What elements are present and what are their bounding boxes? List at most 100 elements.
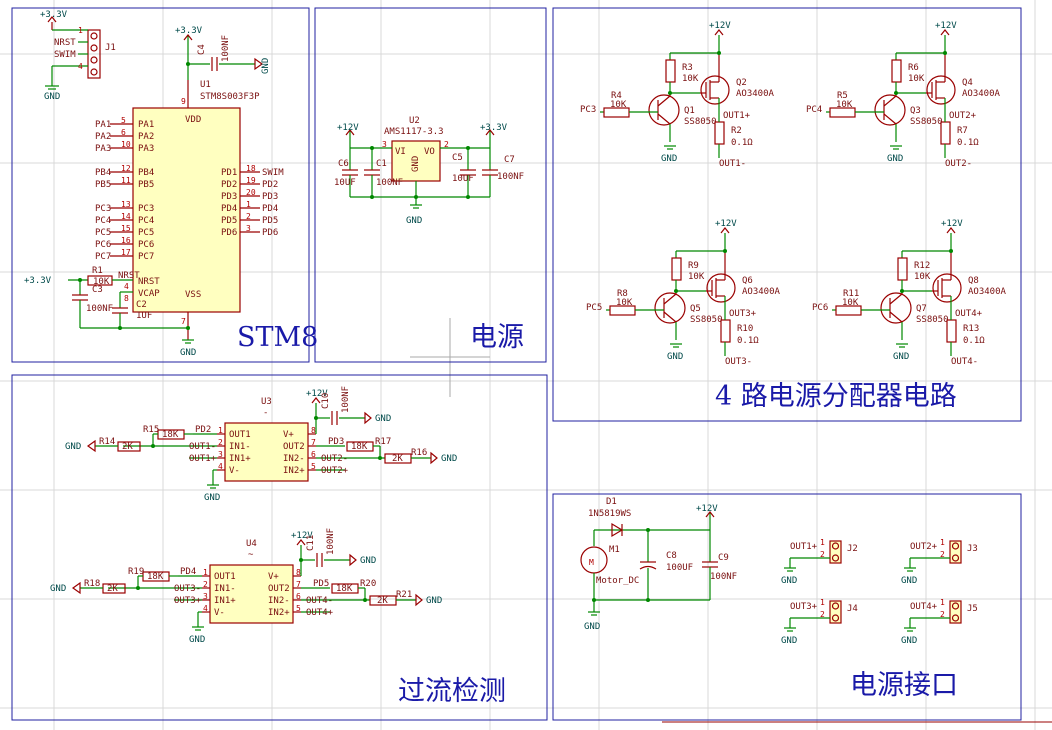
pin-num: 19 — [246, 176, 256, 185]
res-value: 18K — [147, 572, 164, 582]
pin-num: 7 — [181, 317, 186, 326]
in-net-label: OUT1+ — [189, 454, 217, 464]
pin-num: 1 — [820, 598, 825, 607]
opamp-pin-name: V+ — [283, 430, 294, 440]
gnd-label: GND — [584, 622, 600, 632]
npn-transistor[interactable] — [654, 292, 686, 324]
channel-1[interactable]: +12VR310KGNDQ1SS8050PC3R410KQ2AO3400AOUT… — [580, 21, 775, 169]
jack-body[interactable] — [949, 600, 962, 624]
pullup-resistor[interactable] — [665, 59, 676, 83]
pullup-resistor[interactable] — [897, 257, 908, 281]
npn-transistor[interactable] — [648, 94, 680, 126]
nrst-net-label: NRST — [118, 271, 140, 281]
m1-value: Motor_DC — [596, 576, 639, 586]
opamp-pin-name: IN1+ — [229, 454, 251, 464]
pin-num: 3 — [382, 140, 387, 149]
gnd-label: GND — [781, 636, 797, 646]
u1-nrst-pin: NRST — [138, 277, 160, 287]
mosfet[interactable] — [926, 75, 956, 105]
jack-body[interactable] — [829, 600, 842, 624]
jack-body[interactable] — [829, 540, 842, 564]
motor-circuit[interactable]: D1 1N5819WS +12V M M1 Motor_DC GND C8 10… — [580, 497, 737, 632]
jack-pin — [951, 614, 960, 622]
res-ref: R18 — [84, 579, 100, 589]
c5-value: 10UF — [452, 174, 474, 184]
mosfet[interactable] — [932, 273, 962, 303]
jack-pin — [831, 602, 840, 610]
pin-name: PC4 — [138, 216, 154, 226]
npn-transistor[interactable] — [880, 292, 912, 324]
u1-value: STM8S003F3P — [200, 92, 260, 102]
junction — [949, 249, 953, 253]
channel-4[interactable]: +12VR1210KGNDQ7SS8050PC6R1110KQ8AO3400AO… — [812, 219, 1007, 367]
pin-name: PA3 — [138, 144, 154, 154]
connector-j1[interactable]: +3.3V GND NRST SWIM 1 4 J1 — [40, 10, 116, 102]
cap-value: 100NF — [326, 528, 336, 555]
nrst-network[interactable]: +3.3V R1 10K NRST C3 100NF C2 1UF 4 8 — [24, 62, 190, 330]
channel-3[interactable]: +12VR910KGNDQ5SS8050PC5R810KQ6AO3400AOUT… — [586, 219, 781, 367]
gnd-arrow — [364, 411, 372, 425]
gnd-label: GND — [189, 635, 205, 645]
npn-transistor[interactable] — [874, 94, 906, 126]
mosfet-value: AO3400A — [736, 89, 775, 99]
npn-ref: Q3 — [910, 106, 921, 116]
opamp-pin-name: IN2- — [268, 596, 290, 606]
opamp-body[interactable] — [209, 564, 294, 624]
power-arrow — [714, 29, 724, 36]
pin-name: PA2 — [138, 132, 154, 142]
opamp-body[interactable] — [224, 422, 309, 482]
adc-net-label: PD2 — [195, 425, 211, 435]
mcu-u1[interactable]: U1 STM8S003F3P VDD VSS NRST VCAP 9 7 GND… — [132, 26, 271, 358]
pin-name: PD4 — [221, 204, 237, 214]
section-title-interface: 电源接口 — [850, 670, 958, 701]
mosfet[interactable] — [700, 75, 730, 105]
mosfet-value: AO3400A — [742, 287, 781, 297]
channel-2[interactable]: +12VR610KGNDQ3SS8050PC4R510KQ4AO3400AOUT… — [806, 21, 1001, 169]
jack-net-label: OUT1+ — [790, 542, 818, 552]
power-arrow — [940, 29, 950, 36]
section-title-stm8: STM8 — [237, 322, 318, 353]
pullup-resistor[interactable] — [891, 59, 902, 83]
jack-net-label: OUT4+ — [910, 602, 938, 612]
sense-ref: R7 — [957, 126, 968, 136]
regulator-u2[interactable]: U2 AMS1117-3.3 VI VO GND 3 2 +12V +3.3V … — [334, 116, 524, 226]
res-value: 2K — [107, 584, 118, 594]
pin-num: 8 — [296, 568, 301, 577]
pullup-value: 10K — [908, 74, 925, 84]
gnd-label: GND — [375, 414, 391, 424]
jack-body[interactable] — [949, 540, 962, 564]
pullup-value: 10K — [914, 272, 931, 282]
junction — [299, 558, 303, 562]
pullup-resistor[interactable] — [671, 257, 682, 281]
junction — [151, 444, 155, 448]
pin-num: 2 — [820, 610, 825, 619]
pin-num: 1 — [203, 568, 208, 577]
mosfet[interactable] — [706, 273, 736, 303]
in-net-label: OUT3- — [174, 584, 201, 594]
out-minus-label: OUT4- — [951, 357, 978, 367]
